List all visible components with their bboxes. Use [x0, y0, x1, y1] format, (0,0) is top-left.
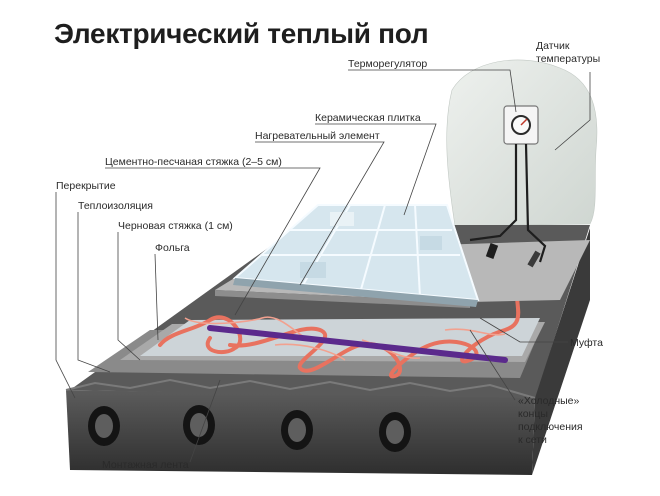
- diagram-title: Электрический теплый пол: [54, 18, 429, 49]
- label-sensor-line1: Датчик: [536, 40, 570, 52]
- heating-cable-loops: [184, 316, 506, 361]
- coupling-device: [527, 250, 541, 268]
- label-heating-element: Нагревательный элемент: [255, 130, 380, 142]
- label-coupling: Муфта: [570, 337, 603, 349]
- label-foil: Фольга: [155, 242, 190, 254]
- ceramic-tile-grid: [232, 204, 480, 307]
- slab-rough-edge: [65, 378, 536, 399]
- slab-side: [532, 228, 590, 475]
- label-cold-ends-line2: концы: [518, 408, 548, 420]
- label-rough-screed: Черновая стяжка (1 см): [118, 220, 233, 232]
- label-insulation: Теплоизоляция: [78, 200, 153, 212]
- label-cold-ends-line1: «Холодные»: [518, 395, 579, 407]
- temperature-sensor: [485, 243, 499, 259]
- slab-holes: [88, 405, 411, 452]
- label-slab: Перекрытие: [56, 180, 116, 192]
- label-sensor-line2: температуры: [536, 53, 600, 65]
- thermostat-wires: [469, 143, 547, 263]
- label-thermostat: Терморегулятор: [348, 58, 427, 70]
- mounting-tape: [207, 325, 508, 363]
- label-ceramic-tile: Керамическая плитка: [315, 112, 421, 124]
- leader-lines: [55, 69, 591, 463]
- label-cold-ends-line3: подключения: [518, 421, 583, 433]
- label-cement-screed: Цементно-песчаная стяжка (2–5 см): [105, 156, 282, 168]
- cement-screed-front: [215, 290, 470, 308]
- label-mounting-tape: Монтажная лента: [102, 459, 189, 471]
- thermostat-device: [503, 105, 539, 145]
- label-cold-ends-line4: к сети: [518, 434, 547, 446]
